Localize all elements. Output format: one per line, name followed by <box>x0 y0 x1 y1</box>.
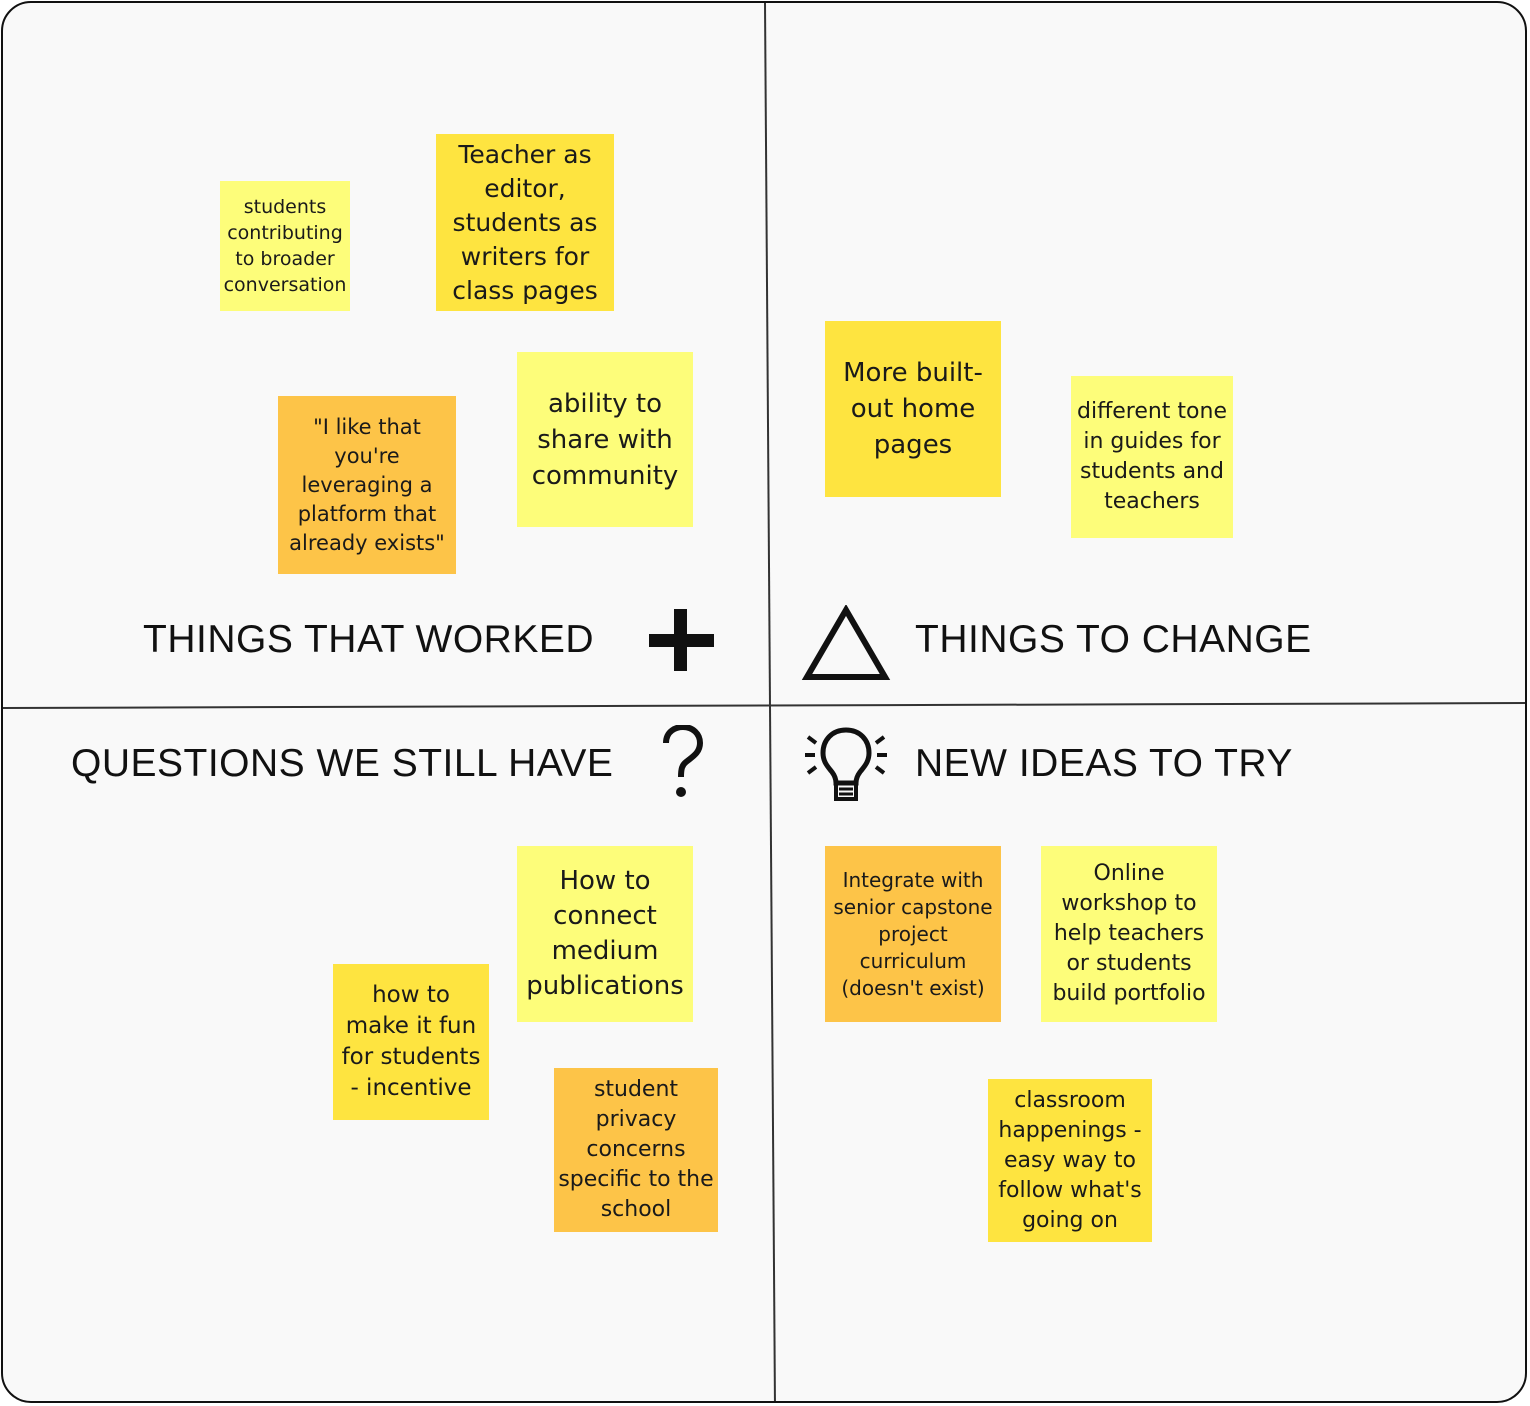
sticky-note[interactable]: different tone in guides for students an… <box>1071 376 1233 538</box>
lightbulb-icon <box>805 727 887 801</box>
heading-new-ideas-to-try: NEW IDEAS TO TRY <box>915 742 1293 785</box>
heading-things-to-change: THINGS TO CHANGE <box>915 618 1312 661</box>
sticky-note[interactable]: ability to share with community <box>517 352 693 527</box>
sticky-note[interactable]: Online workshop to help teachers or stud… <box>1041 846 1217 1022</box>
sticky-note[interactable]: student privacy concerns specific to the… <box>554 1068 718 1232</box>
sticky-note[interactable]: classroom happenings - easy way to follo… <box>988 1079 1152 1242</box>
sticky-note[interactable]: how to make it fun for students - incent… <box>333 964 489 1120</box>
sticky-note[interactable]: How to connect medium publications <box>517 846 693 1022</box>
sticky-note[interactable]: More built-out home pages <box>825 321 1001 497</box>
question-mark-icon <box>663 725 704 797</box>
sticky-note[interactable]: students contributing to broader convers… <box>220 181 350 311</box>
sticky-note[interactable]: Teacher as editor, students as writers f… <box>436 134 614 311</box>
triangle-icon <box>801 605 891 680</box>
plus-icon <box>649 609 714 671</box>
sticky-note[interactable]: Integrate with senior capstone project c… <box>825 846 1001 1022</box>
sticky-note[interactable]: "I like that you're leveraging a platfor… <box>278 396 456 574</box>
heading-questions-we-still-have: QUESTIONS WE STILL HAVE <box>71 742 614 785</box>
heading-things-that-worked: THINGS THAT WORKED <box>143 618 595 661</box>
